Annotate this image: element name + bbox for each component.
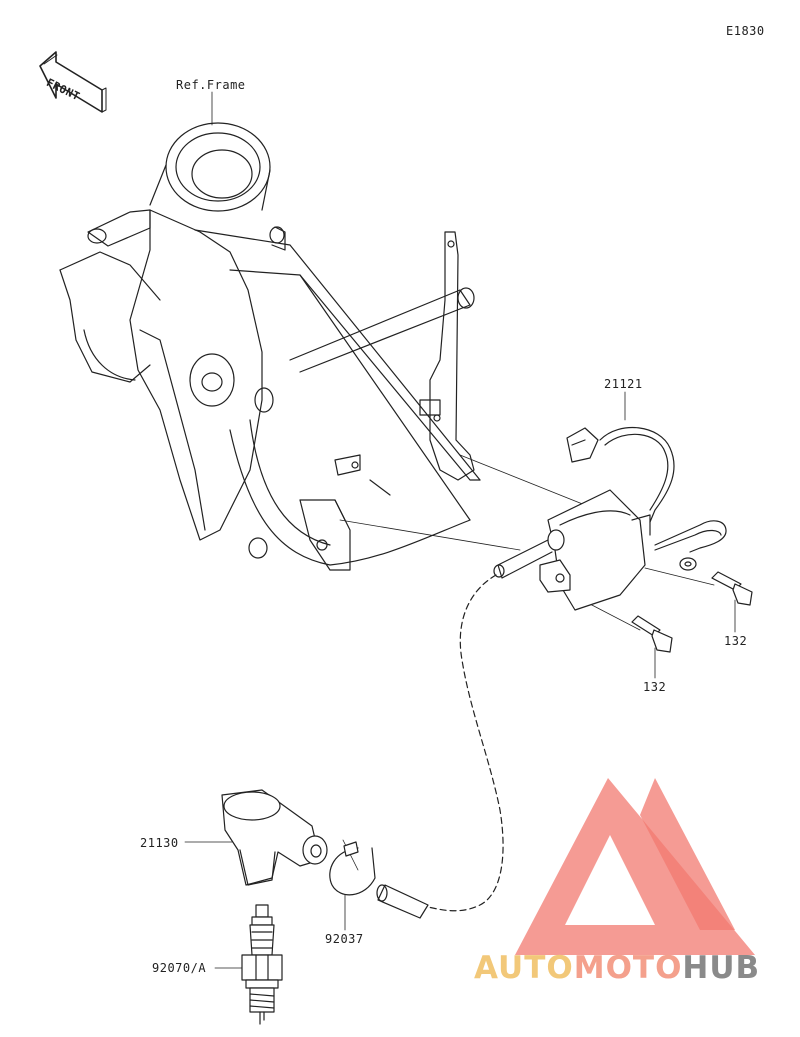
part-label-bolt-right: 132 (724, 634, 748, 648)
part-label-plug-cap: 21130 (140, 836, 179, 850)
watermark-text: AUTOMOTOHUB (474, 950, 760, 986)
diagram-code: E1830 (726, 24, 765, 38)
clamp-drawing (329, 841, 376, 896)
part-label-spark-plug: 92070/A (152, 961, 207, 975)
part-label-ref-frame: Ref.Frame (176, 78, 246, 92)
watermark-logo-icon (515, 778, 755, 955)
part-label-ignition-coil: 21121 (604, 377, 643, 391)
watermark-word-moto: MOTO (573, 950, 683, 986)
ignition-coil-drawing (493, 489, 651, 611)
plug-cap-drawing (221, 789, 328, 886)
primary-lead-drawing (566, 426, 727, 571)
bolt-lower-icon (631, 615, 673, 653)
watermark-word-auto: AUTO (474, 950, 574, 986)
part-label-bolt-lower: 132 (643, 680, 667, 694)
leader-lines (184, 91, 736, 969)
frame-drawing (59, 122, 481, 571)
front-arrow-icon (39, 51, 107, 113)
ht-lead-terminal-drawing (376, 884, 429, 919)
watermark-word-hub: HUB (682, 950, 761, 986)
part-label-clamp: 92037 (325, 932, 364, 946)
spark-plug-drawing (241, 904, 283, 1025)
ht-lead-drawing (419, 574, 504, 912)
bolt-right-icon (711, 571, 753, 606)
